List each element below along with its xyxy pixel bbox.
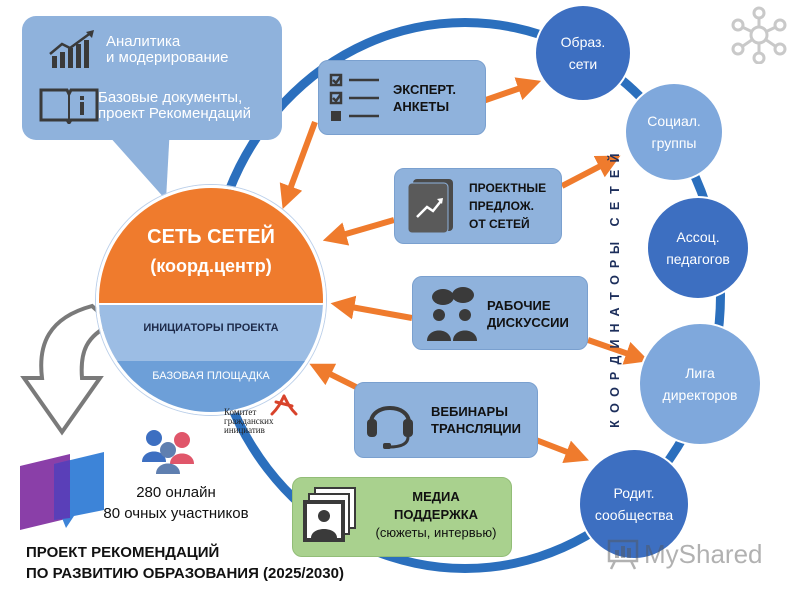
arrow-discussions-to-networks [587,337,650,365]
network-node-social: Социал.группы [624,82,724,182]
callout-docs-line-2: проект Рекомендаций [98,105,252,122]
webinars-line-1: ВЕБИНАРЫ [431,404,508,419]
headset-icon [367,406,413,449]
photo-gallery-icon [303,487,356,542]
hub-title: СЕТЬ СЕТЕЙ [147,226,275,248]
callout-analytics-line-2: и модерирование [106,49,229,66]
watermark-text: MyShared [644,538,763,569]
arrow-proposals-to-hub [322,217,395,246]
network-node-parents: Родит.сообщества [578,448,690,560]
watermark: MyShared [606,538,763,570]
network-node-educational: Образ.сети [534,4,632,102]
checklist-icon [329,73,379,121]
network-node-educational-label: Образ.сети [560,34,606,72]
callout-pointer [100,126,170,200]
callout-docs-line-1: Базовые документы, [98,89,243,106]
hub-initiators: ИНИЦИАТОРЫ ПРОЕКТА [143,322,279,334]
network-node-social-label: Социал.группы [647,113,701,151]
network-hub-icon [731,6,787,64]
discussions-line-2: ДИСКУССИИ [487,315,569,330]
committee-line-2: гражданских [224,416,274,426]
hub-subtitle: (коорд.центр) [150,256,272,276]
expert-surveys-card: ЭКСПЕРТ. АНКЕТЫ [318,60,486,135]
analytics-callout: Аналитика и модерирование Базовые докуме… [22,16,282,140]
media-line-1: МЕДИА [412,489,460,504]
media-line-3: (сюжеты, интервью) [375,525,497,540]
arrow-discussions-to-hub [330,295,413,321]
webinars-line-2: ТРАНСЛЯЦИИ [431,421,521,436]
network-of-networks-hub: СЕТЬ СЕТЕЙ (коорд.центр) ИНИЦИАТОРЫ ПРОЕ… [96,185,326,415]
project-title-line-1: ПРОЕКТ РЕКОМЕНДАЦИЙ [26,544,220,561]
project-logo-icon [20,452,104,530]
committee-line-1: Комитет [224,407,257,417]
committee-logo-icon [270,394,298,416]
presentation-board-icon [607,539,639,570]
network-node-teachers-label: Ассоц.педагогов [666,229,730,267]
participants-online: 280 онлайн [136,484,216,501]
network-node-parents-label: Родит.сообщества [594,485,674,523]
hub-base-platform: БАЗОВАЯ ПЛОЩАДКА [152,370,270,382]
working-discussions-card: РАБОЧИЕ ДИСКУССИИ [412,276,588,350]
callout-analytics-line-1: Аналитика [106,33,181,50]
participants-offline: 80 очных участников [103,505,249,522]
project-title-line-2: ПО РАЗВИТИЮ ОБРАЗОВАНИЯ (2025/2030) [26,565,344,582]
project-proposals-card: ПРОЕКТНЫЕ ПРЕДЛОЖ. ОТ СЕТЕЙ [394,168,562,244]
webinars-card: ВЕБИНАРЫ ТРАНСЛЯЦИИ [354,382,538,458]
committee-line-3: инициатив [224,425,265,435]
surveys-line-2: АНКЕТЫ [393,99,450,114]
book-info-icon [39,88,99,124]
arrow-surveys-to-hub [279,120,318,209]
down-arrow-icon [20,303,116,436]
arrow-networks-to-proposals [560,155,621,189]
proposals-line-2: ПРЕДЛОЖ. [469,199,534,213]
growth-chart-icon [49,30,94,68]
proposals-line-3: ОТ СЕТЕЙ [469,217,530,231]
document-trend-icon [407,179,453,234]
network-node-teachers: Ассоц.педагогов [646,196,750,300]
surveys-line-1: ЭКСПЕРТ. [393,82,457,97]
discussions-line-1: РАБОЧИЕ [487,298,551,313]
discussion-people-icon [427,287,477,341]
proposals-line-1: ПРОЕКТНЫЕ [469,181,547,195]
media-support-card: МЕДИА ПОДДЕРЖКА (сюжеты, интервью) [292,477,512,557]
arrow-surveys-to-networks [479,77,542,105]
arrow-webinars-to-hub [309,363,360,391]
media-line-2: ПОДДЕРЖКА [393,507,479,522]
arrow-webinars-to-networks [534,437,589,464]
participants-icon [142,430,194,474]
